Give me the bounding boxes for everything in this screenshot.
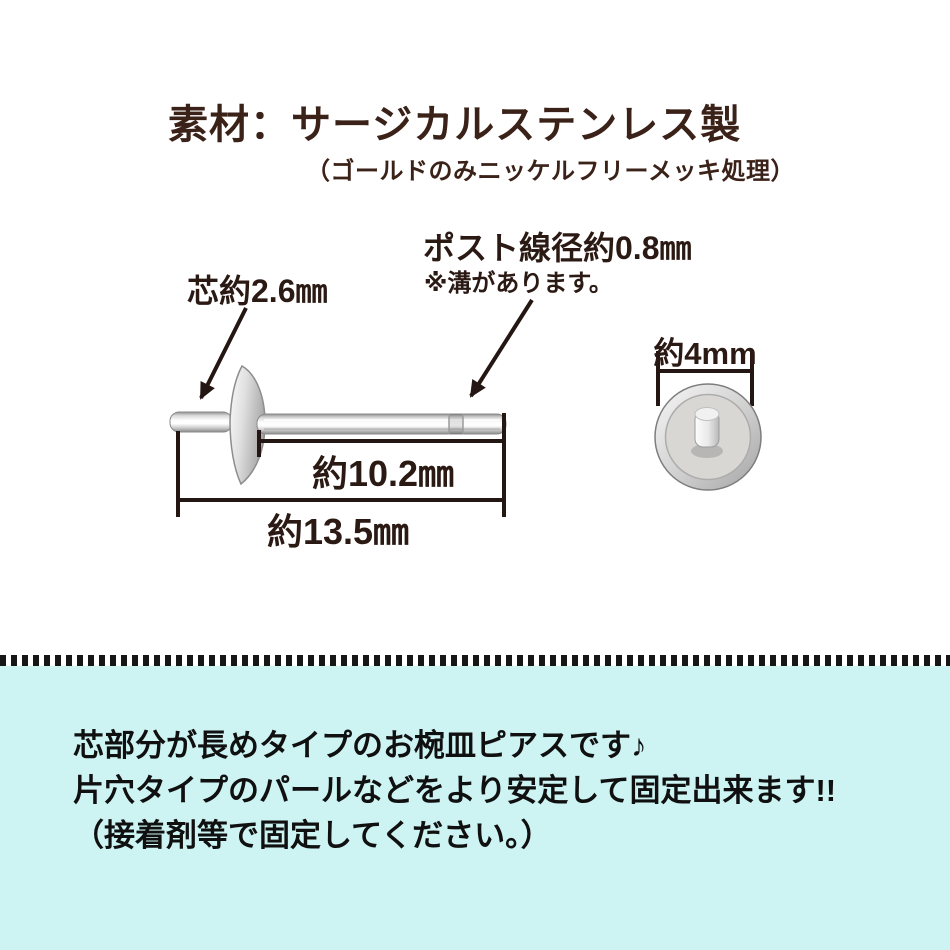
dimension-line-dish bbox=[656, 351, 754, 406]
dotted-separator bbox=[0, 655, 950, 666]
description-line-3: （接着剤等で固定してください。） bbox=[73, 818, 552, 853]
label-total-length: 約13.5㎜ bbox=[266, 511, 410, 552]
description-line-2: 片穴タイプのパールなどをより安定して固定出来ます!! bbox=[73, 773, 837, 808]
center-post-top bbox=[691, 407, 723, 458]
description-line-1: 芯部分が長めタイプのお椀皿ピアスです♪ bbox=[73, 728, 647, 763]
label-dish-diameter: 約4mm bbox=[653, 336, 757, 371]
post-callout-arrow bbox=[469, 298, 534, 398]
top-view bbox=[654, 351, 762, 491]
label-core-size: 芯約2.6㎜ bbox=[187, 273, 328, 309]
core-callout-arrow bbox=[199, 307, 248, 400]
material-title: 素材：サージカルステンレス製 bbox=[168, 103, 742, 147]
label-groove-note: ※溝があります。 bbox=[424, 270, 613, 297]
material-subtitle: （ゴールドのみニッケルフリーメッキ処理） bbox=[306, 158, 796, 185]
description-text: 芯部分が長めタイプのお椀皿ピアスです♪ 片穴タイプのパールなどをより安定して固定… bbox=[73, 723, 836, 858]
center-post-shadow bbox=[691, 444, 723, 458]
post-groove bbox=[448, 414, 464, 434]
dimension-lines-side bbox=[176, 413, 506, 517]
side-view bbox=[169, 364, 507, 486]
post-pin bbox=[256, 413, 507, 435]
description-panel: 芯部分が長めタイプのお椀皿ピアスです♪ 片穴タイプのパールなどをより安定して固定… bbox=[0, 666, 950, 950]
label-post-length: 約10.2㎜ bbox=[311, 453, 455, 494]
label-post-diameter: ポスト線径約0.8㎜ bbox=[423, 230, 692, 266]
center-post-cap bbox=[694, 407, 720, 421]
